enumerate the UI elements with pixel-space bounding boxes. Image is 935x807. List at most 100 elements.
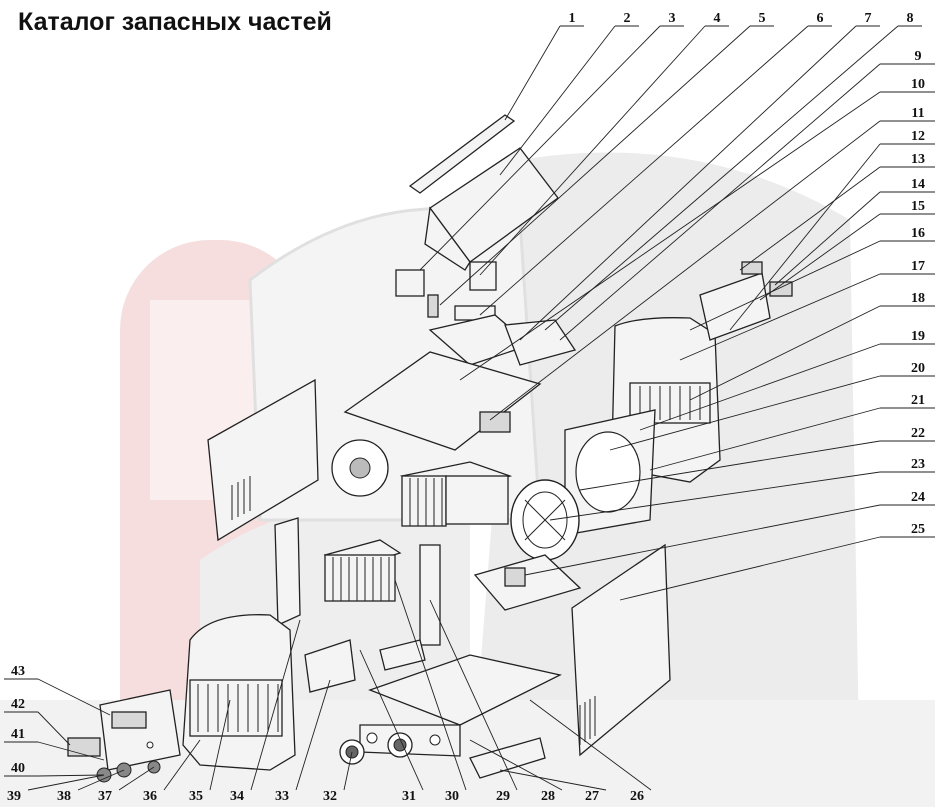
part-power-board — [473, 554, 582, 611]
svg-text:35: 35 — [189, 789, 203, 804]
part-left-side-cover — [207, 378, 319, 542]
callout-41: 41 — [4, 727, 105, 761]
svg-text:24: 24 — [911, 490, 925, 505]
callout-30: 30 — [394, 579, 467, 804]
svg-text:4: 4 — [714, 11, 721, 26]
svg-text:12: 12 — [911, 129, 925, 144]
callout-16: 16 — [689, 226, 935, 331]
svg-text:42: 42 — [11, 697, 25, 712]
svg-text:10: 10 — [911, 77, 925, 92]
svg-text:29: 29 — [496, 789, 510, 804]
callout-22: 22 — [579, 426, 935, 491]
svg-text:37: 37 — [98, 789, 112, 804]
callout-43: 43 — [4, 664, 111, 716]
svg-text:16: 16 — [911, 226, 925, 241]
callout-11: 11 — [489, 106, 935, 421]
svg-text:18: 18 — [911, 291, 925, 306]
svg-text:5: 5 — [759, 11, 766, 26]
svg-text:14: 14 — [911, 177, 925, 192]
part-brackets — [304, 639, 426, 693]
callout-40: 40 — [4, 761, 105, 777]
callout-38: 38 — [57, 769, 125, 804]
callout-31: 31 — [359, 649, 424, 804]
callout-33: 33 — [275, 679, 331, 804]
callout-6: 6 — [479, 11, 832, 316]
part-control-plate — [99, 689, 181, 771]
callout-39: 39 — [7, 774, 105, 804]
part-right-side-cover — [571, 543, 671, 757]
callout-37: 37 — [98, 766, 155, 804]
part-bottom-plate — [469, 737, 546, 779]
part-heatsink-upper — [399, 461, 513, 527]
callout-5: 5 — [439, 11, 774, 306]
svg-text:38: 38 — [57, 789, 71, 804]
callout-2: 2 — [499, 11, 639, 176]
svg-text:9: 9 — [915, 49, 922, 64]
svg-text:19: 19 — [911, 329, 925, 344]
callout-20: 20 — [609, 361, 935, 451]
callout-17: 17 — [679, 259, 935, 361]
callout-34: 34 — [230, 619, 301, 804]
callout-14: 14 — [774, 177, 935, 286]
part-radial-heatsink — [331, 439, 389, 497]
callout-13: 13 — [739, 152, 935, 271]
svg-text:23: 23 — [911, 457, 925, 472]
callout-19: 19 — [639, 329, 935, 431]
part-bottom-tray — [359, 654, 562, 757]
part-heatsink-lower — [323, 539, 402, 602]
svg-text:20: 20 — [911, 361, 925, 376]
svg-text:30: 30 — [445, 789, 459, 804]
callout-24: 24 — [524, 490, 935, 576]
svg-text:41: 41 — [11, 727, 25, 742]
svg-text:25: 25 — [911, 522, 925, 537]
callout-28: 28 — [469, 739, 563, 804]
part-transformers — [395, 261, 497, 321]
callout-8: 8 — [544, 11, 922, 331]
svg-text:26: 26 — [630, 789, 644, 804]
callout-15: 15 — [759, 199, 935, 301]
callout-1: 1 — [504, 11, 584, 121]
part-display — [67, 737, 101, 757]
callout-10: 10 — [459, 77, 935, 381]
svg-text:1: 1 — [569, 11, 576, 26]
part-base-plate — [343, 351, 542, 451]
callout-18: 18 — [689, 291, 935, 401]
svg-text:32: 32 — [323, 789, 337, 804]
svg-text:36: 36 — [143, 789, 157, 804]
part-connectors — [339, 732, 413, 765]
callout-4: 4 — [479, 11, 729, 276]
svg-text:6: 6 — [817, 11, 824, 26]
svg-text:28: 28 — [541, 789, 555, 804]
svg-text:7: 7 — [865, 11, 872, 26]
callout-27: 27 — [499, 769, 607, 804]
callout-7: 7 — [519, 11, 880, 341]
callout-23: 23 — [549, 457, 935, 521]
callout-42: 42 — [4, 697, 71, 746]
svg-text:33: 33 — [275, 789, 289, 804]
svg-text:31: 31 — [402, 789, 416, 804]
svg-text:21: 21 — [911, 393, 925, 408]
part-top-cover — [424, 147, 559, 271]
callout-21: 21 — [649, 393, 935, 471]
callout-36: 36 — [143, 739, 201, 804]
svg-text:27: 27 — [585, 789, 599, 804]
svg-text:39: 39 — [7, 789, 21, 804]
svg-text:2: 2 — [624, 11, 631, 26]
part-rear-bracket — [274, 517, 301, 626]
part-fan-panel — [564, 409, 656, 536]
part-control-board — [428, 314, 577, 366]
part-rectifier-bar — [419, 544, 441, 646]
part-fan — [510, 479, 580, 561]
part-front-panel — [182, 614, 296, 771]
svg-text:3: 3 — [669, 11, 676, 26]
callout-29: 29 — [429, 599, 518, 804]
part-handle-rail — [408, 114, 516, 194]
svg-text:40: 40 — [11, 761, 25, 776]
callout-32: 32 — [323, 751, 353, 804]
svg-text:11: 11 — [911, 106, 924, 121]
svg-text:15: 15 — [911, 199, 925, 214]
page-title: Каталог запасных частей — [18, 8, 332, 36]
callout-3: 3 — [419, 11, 684, 271]
svg-text:8: 8 — [907, 11, 914, 26]
